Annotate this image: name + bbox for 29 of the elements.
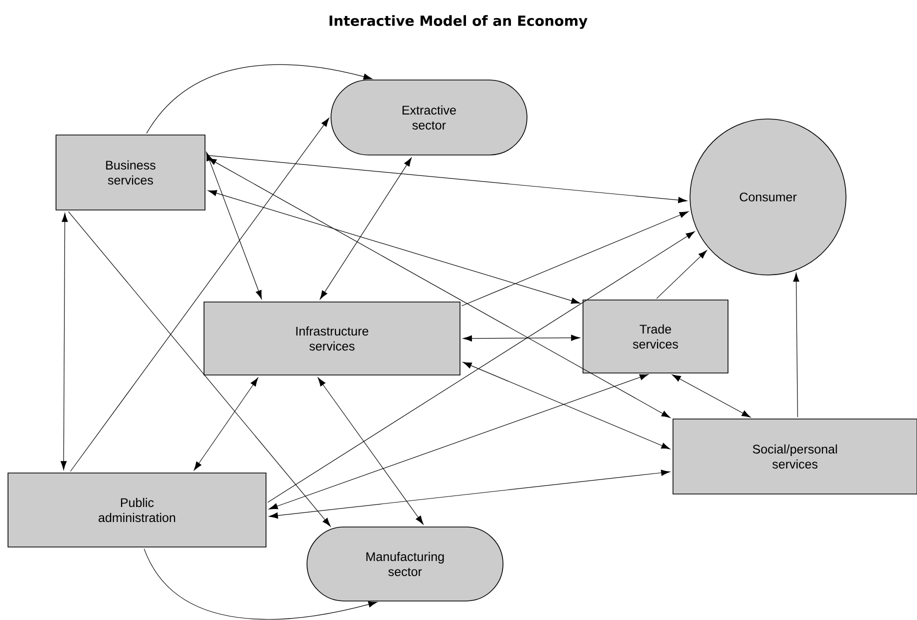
arrow bbox=[793, 272, 800, 418]
process-box: Social/personal services bbox=[672, 418, 917, 494]
arrow bbox=[267, 231, 695, 503]
process-box: Infrastructure services bbox=[204, 302, 460, 376]
title: Interactive Model of an Economy bbox=[330, 15, 588, 29]
arrow bbox=[144, 548, 378, 620]
arrow bbox=[656, 250, 708, 299]
arrow bbox=[268, 374, 649, 510]
arrow bbox=[194, 378, 258, 470]
arrow bbox=[208, 190, 580, 304]
arrow bbox=[208, 158, 670, 418]
arrow bbox=[60, 213, 68, 470]
arrow bbox=[206, 155, 688, 204]
arrow bbox=[462, 211, 688, 306]
process-box: Public administration bbox=[8, 472, 266, 548]
arrow bbox=[672, 374, 751, 418]
arrow bbox=[320, 158, 412, 300]
arrow bbox=[462, 362, 670, 450]
arrow bbox=[206, 152, 262, 300]
process-box: Trade services bbox=[582, 300, 728, 374]
arrow bbox=[463, 334, 580, 342]
sector-stadium: Extractive sector bbox=[330, 80, 528, 156]
arrow bbox=[318, 377, 424, 525]
arrow bbox=[146, 64, 372, 134]
arrow bbox=[68, 211, 331, 527]
process-box: Business services bbox=[56, 134, 206, 210]
sector-stadium: Manufacturing sector bbox=[306, 526, 504, 602]
arrow bbox=[70, 118, 330, 472]
arrow bbox=[269, 470, 670, 519]
